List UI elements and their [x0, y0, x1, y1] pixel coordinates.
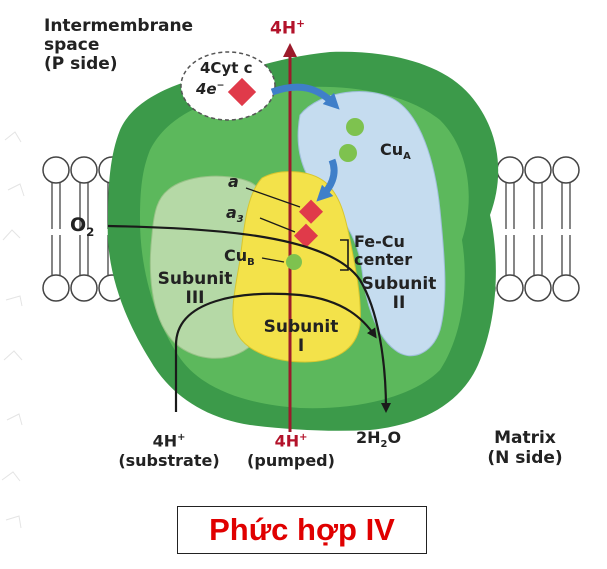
subunit-ii-line1: Subunit	[361, 274, 437, 294]
p-side-line3: (P side)	[44, 54, 118, 74]
subunit-iii-label: Subunit III	[150, 270, 240, 308]
subunit-i-line2: I	[297, 336, 305, 356]
fecu-line2: center	[354, 250, 413, 269]
cub-pointer	[261, 257, 285, 263]
caption-box: Phức hợp IV	[177, 506, 427, 554]
oxygen-to-water-arrow	[107, 224, 391, 413]
fecu-center-label: Fe-Cu center	[354, 233, 412, 269]
pumped-text: (pumped)	[247, 451, 335, 471]
cytc-circle	[180, 51, 276, 121]
water-label: 2H2O	[356, 428, 402, 451]
cub-atom	[286, 254, 302, 270]
cytc-label: 4Cyt c 4e−	[196, 59, 253, 98]
heme-a3-label: a3	[226, 203, 244, 226]
subunit-ii-line2: II	[392, 293, 406, 313]
matrix-line1: Matrix	[494, 428, 556, 448]
electron-arrow-to-cua	[270, 83, 340, 110]
heme-a3-pointer	[259, 217, 296, 233]
heme-a-pointer	[245, 187, 301, 208]
background-decoration	[1, 131, 25, 529]
substrate-proton-arrow	[174, 292, 377, 412]
fecu-bracket	[340, 239, 349, 271]
heme-a3-icon	[293, 223, 319, 248]
cua-atom-1	[346, 118, 364, 136]
substrate-text: (substrate)	[118, 451, 220, 471]
cytc-line2: 4e	[196, 80, 217, 98]
cub-label: CuB	[224, 246, 255, 269]
subunit-iii-line2: III	[185, 288, 205, 308]
subunit-ii-label: Subunit II	[354, 275, 444, 313]
o2-label: O2	[70, 214, 95, 239]
matrix-line2: (N side)	[487, 448, 563, 468]
cua-atom-2	[339, 144, 357, 162]
caption-title: Phức hợp IV	[209, 512, 395, 547]
p-side-label: Intermembrane space (P side)	[44, 17, 193, 74]
p-side-line1: Intermembrane	[44, 16, 194, 36]
top-proton-label: 4H+	[270, 18, 305, 39]
subunit-i-label: Subunit I	[256, 318, 346, 356]
heme-a-label: a	[228, 172, 239, 191]
subunit-i-line1: Subunit	[263, 317, 339, 337]
cua-label: CuA	[380, 140, 411, 163]
electron-arrow-to-heme	[316, 158, 338, 202]
p-side-line2: space	[44, 35, 100, 55]
subunit-iii-line1: Subunit	[157, 269, 233, 289]
substrate-proton-label: 4H+ (substrate)	[104, 428, 234, 471]
cytc-line1: 4Cyt c	[200, 59, 253, 77]
fecu-line1: Fe-Cu	[354, 232, 405, 251]
pumped-proton-label: 4H+ (pumped)	[236, 428, 346, 471]
heme-a-icon	[298, 199, 324, 224]
matrix-label: Matrix (N side)	[470, 428, 580, 468]
